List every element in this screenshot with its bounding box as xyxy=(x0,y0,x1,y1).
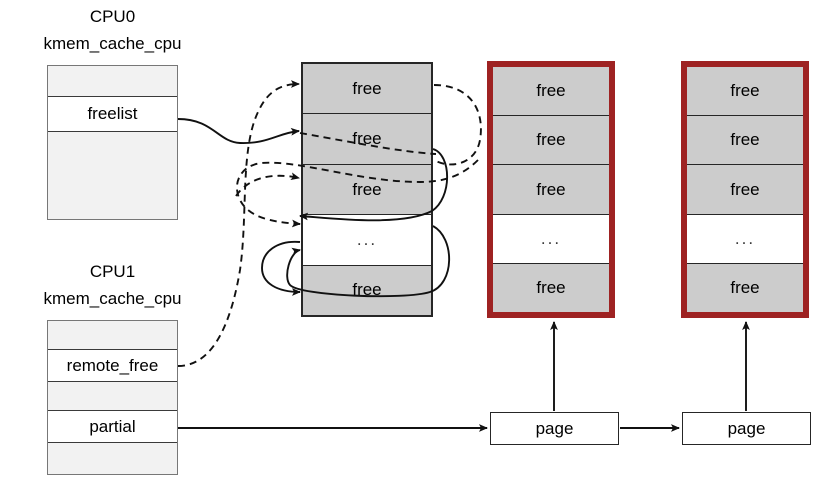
cpu1-field-remote-free[interactable]: remote_free xyxy=(48,349,177,382)
slab-partial-1-cell-0[interactable]: free xyxy=(493,67,609,117)
cpu1-band-bottom xyxy=(48,443,177,474)
wire-remote-free-to-cell0 xyxy=(177,80,300,367)
cpu0-field-freelist[interactable]: freelist xyxy=(48,96,177,132)
slab-partial-1-cell-ellipsis: ... xyxy=(493,214,609,264)
slab-partial-1-cell-1[interactable]: free xyxy=(493,116,609,166)
cpu0-kmem-cache-cpu-box[interactable]: freelist xyxy=(47,65,178,220)
cpu1-band-mid xyxy=(48,382,177,410)
page-box-1[interactable]: page xyxy=(490,412,619,445)
page-box-2[interactable]: page xyxy=(682,412,811,445)
slab-partial-2-cell-0[interactable]: free xyxy=(687,67,803,117)
slab-partial-1[interactable]: free free free ... free xyxy=(487,61,615,318)
wire-cell0-to-cell1-dash xyxy=(433,84,482,166)
slab-active-cell-0[interactable]: free xyxy=(303,64,431,115)
cpu0-band-top xyxy=(48,66,177,96)
cpu1-name-label: CPU1 xyxy=(89,262,136,281)
slab-partial-2-cell-2[interactable]: free xyxy=(687,165,803,215)
cpu0-band-bottom xyxy=(48,132,177,219)
wire-ellipsis-to-cell4 xyxy=(261,240,301,296)
cpu0-name-label: CPU0 xyxy=(89,7,136,26)
cpu0-struct-label: kmem_cache_cpu xyxy=(43,34,182,53)
wire-freelist-to-cell1 xyxy=(177,118,300,144)
slab-partial-1-cell-4[interactable]: free xyxy=(493,263,609,313)
slab-active-slab[interactable]: free free free ... free xyxy=(301,62,433,317)
slab-partial-1-cell-2[interactable]: free xyxy=(493,165,609,215)
slab-partial-2-cell-4[interactable]: free xyxy=(687,263,803,313)
slab-active-cell-ellipsis: ... xyxy=(303,215,431,266)
cpu1-struct-label: kmem_cache_cpu xyxy=(43,289,182,308)
slab-active-cell-4[interactable]: free xyxy=(303,265,431,316)
slab-partial-2-cell-ellipsis: ... xyxy=(687,214,803,264)
slab-partial-2[interactable]: free free free ... free xyxy=(681,61,809,318)
wire-dash-to-cell2 xyxy=(235,172,300,197)
cpu1-field-partial[interactable]: partial xyxy=(48,410,177,443)
cpu1-band-top xyxy=(48,321,177,349)
slab-active-cell-2[interactable]: free xyxy=(303,164,431,216)
cpu1-kmem-cache-cpu-box[interactable]: remote_free partial xyxy=(47,320,178,475)
slab-active-cell-1[interactable]: free xyxy=(303,114,431,165)
slab-partial-2-cell-1[interactable]: free xyxy=(687,116,803,166)
